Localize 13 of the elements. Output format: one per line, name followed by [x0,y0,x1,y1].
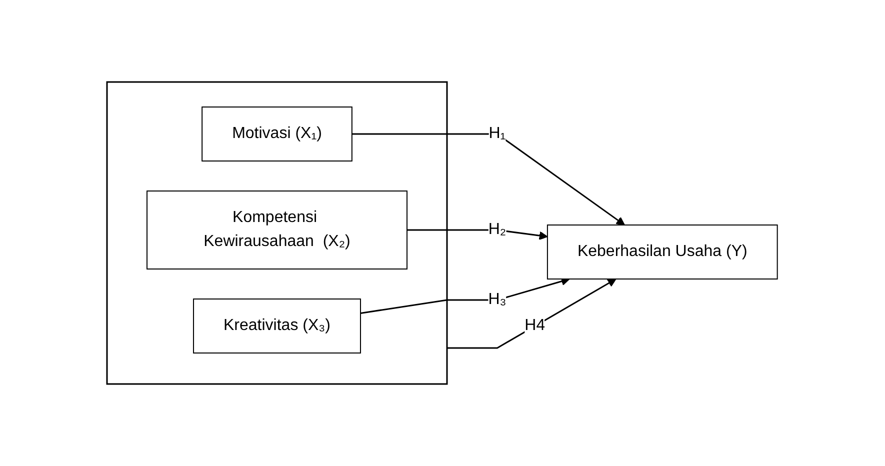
edge-label: H₂ [488,221,506,238]
arrow [447,278,617,349]
arrow [407,229,548,240]
node-box: Kreativitas (X₃) [193,298,362,354]
node-box: Kompetensi Kewirausahaan (X₂) [146,190,408,270]
edge-label: H₁ [489,125,506,142]
edge-label: H₃ [488,291,507,308]
arrow [360,277,570,314]
arrow [352,133,626,226]
node-box: Keberhasilan Usaha (Y) [547,224,778,280]
node-box: Motivasi (X₁) [202,106,353,162]
edge-label: H4 [524,317,546,334]
cluster [106,81,448,385]
